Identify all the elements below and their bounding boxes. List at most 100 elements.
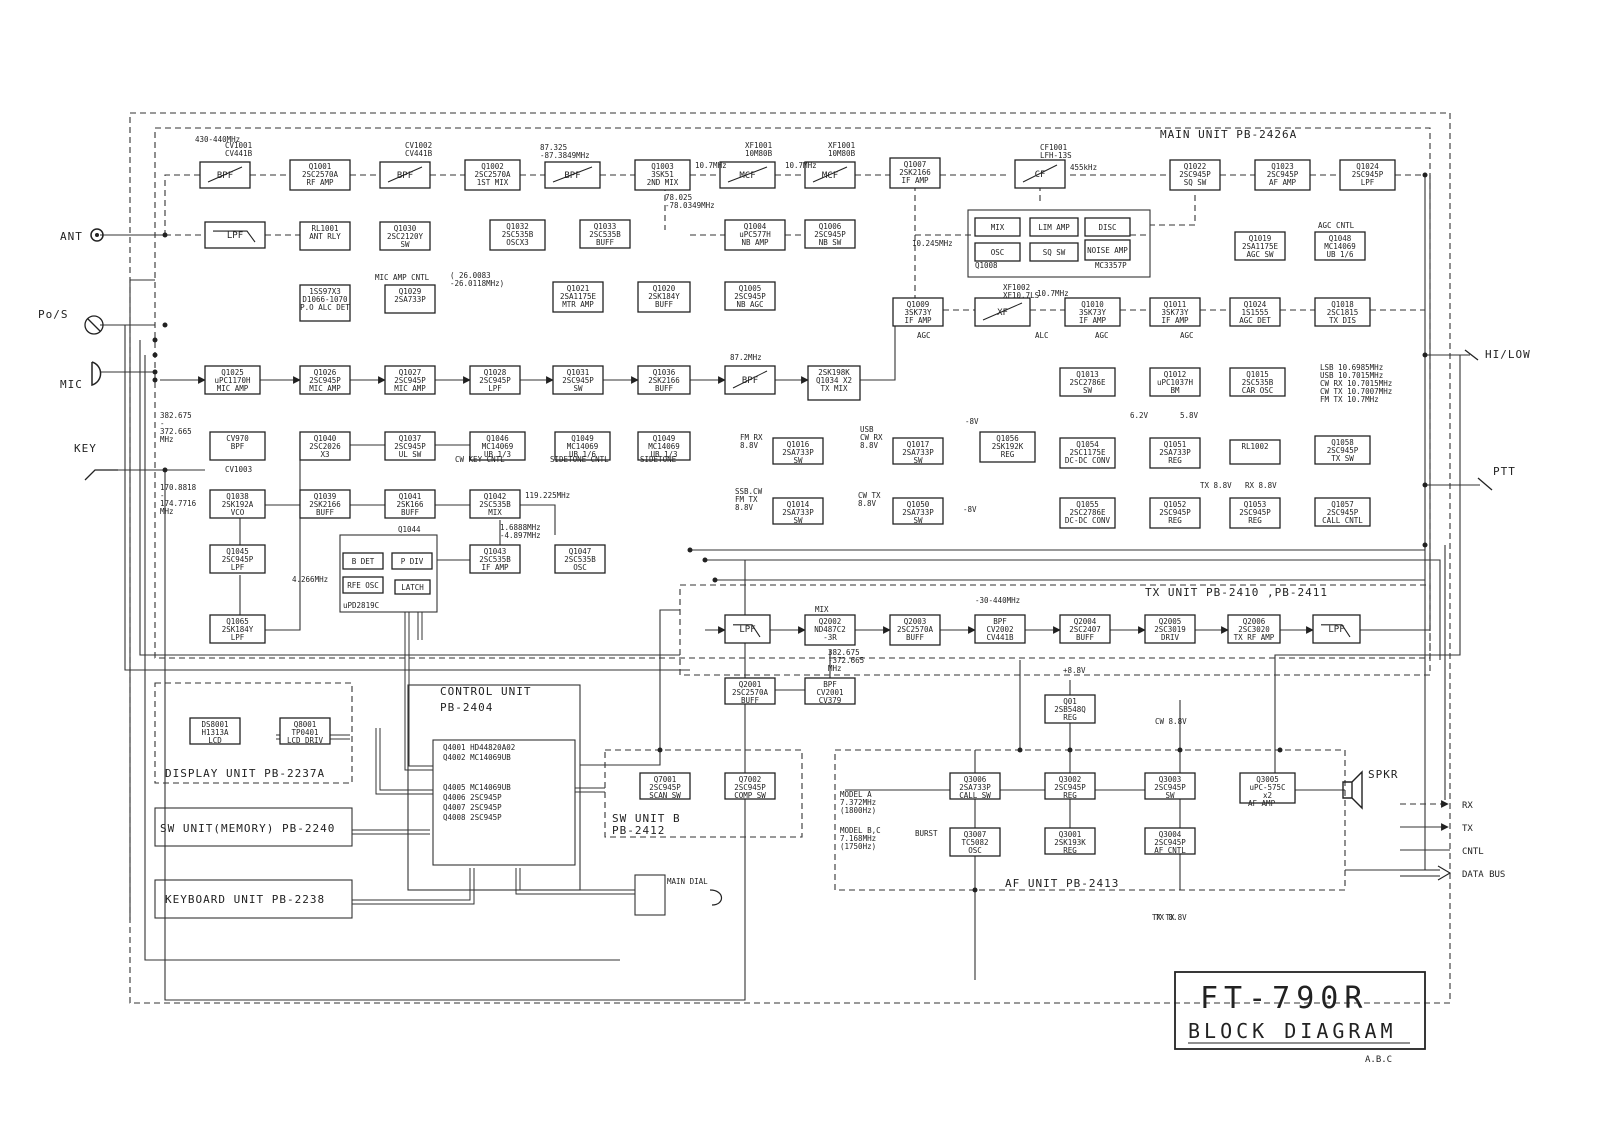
block-q1014-61-sub-1: SW <box>793 516 803 525</box>
block-bpf-4-label: BPF <box>564 171 580 181</box>
block-q1028-36-label: Q1028 <box>484 368 507 377</box>
annotation-29: RX 8.8V <box>1245 481 1277 490</box>
block-xf-28-label: XF <box>997 308 1008 318</box>
sub-block-latch-9-label: LATCH <box>401 583 424 592</box>
block-q2001-79-box <box>724 677 776 705</box>
unit-boundaries <box>129 112 1451 1004</box>
block-q1030-15-label: Q1030 <box>394 224 417 233</box>
af-unit-boundary <box>834 749 1346 891</box>
keyboard-unit-label: KEYBOARD UNIT PB-2238 <box>165 893 325 906</box>
block-q1029-23-label: Q1029 <box>399 287 422 296</box>
block-q1012-42-label: Q1012 <box>1164 370 1187 379</box>
key-jack-icon <box>84 469 118 481</box>
block-cv970-44-label: CV970 <box>226 434 249 443</box>
block-q2004-75-sub-1: BUFF <box>1076 633 1095 642</box>
block-q1005-26-box <box>724 281 776 311</box>
block-lpf-13-box <box>204 221 266 249</box>
block-bpf-80-box <box>804 677 856 705</box>
control-part-4: Q4007 2SC945P <box>443 803 502 812</box>
block-q1057-66-label: Q1057 <box>1331 500 1354 509</box>
block-q1041-59-sub-0: 2SK166 <box>396 500 424 509</box>
block-cf-9: CF <box>1014 159 1066 189</box>
block-1ss97x3-22-sub-1: P.O ALC DET <box>300 303 350 312</box>
block-q1025-33-label: Q1025 <box>221 368 244 377</box>
block-q1042-60-sub-0: 2SC535B <box>479 500 511 509</box>
block-q1031-37-label: Q1031 <box>567 368 590 377</box>
block-q3006-86-box <box>949 772 1001 800</box>
block-q1024-31-box <box>1229 297 1281 327</box>
block-q1027-35-sub-0: 2SC945P <box>394 376 426 385</box>
block-bpf-39-label: BPF <box>742 376 758 386</box>
block-cf-9-box <box>1014 159 1066 189</box>
block-mcf-6-symbol <box>727 166 768 183</box>
block-1ss97x3-22-box <box>299 284 351 322</box>
block-q1041-59-label: Q1041 <box>399 492 422 501</box>
block-q1004-18-sub-1: NB AMP <box>741 238 769 247</box>
sub-block-noise-amp-5-label: NOISE AMP <box>1087 246 1128 255</box>
sub-block-lim-amp-1-label: LIM AMP <box>1038 223 1070 232</box>
block-bpf-4: BPF <box>544 161 601 189</box>
ptt-label: PTT <box>1493 465 1516 478</box>
block-q1039-58-sub-0: 2SK2166 <box>309 500 341 509</box>
block-q1043-68-sub-0: 2SC535B <box>479 555 511 564</box>
annotation-0: 430-440MHz <box>195 135 240 144</box>
block-q1040-45-label: Q1040 <box>314 434 337 443</box>
block-q2002-72-box <box>804 614 856 646</box>
block-q1039-58-sub-1: BUFF <box>316 508 335 517</box>
ant-connector-icon <box>90 228 104 242</box>
block-q1017-51-sub-0: 2SA733P <box>902 448 934 457</box>
block-lpf-71-label: LPF <box>739 625 755 635</box>
sub-block-p-div-7: P DIV <box>391 552 433 570</box>
block-q1001-1-box <box>289 159 351 191</box>
block-q1025-33-sub-1: MIC AMP <box>217 384 249 393</box>
block-bpf-2: BPF <box>379 161 431 189</box>
block-q3006-86-sub-0: 2SA733P <box>959 783 991 792</box>
block-lpf-71-symbol <box>733 624 761 638</box>
block-q1058-56-sub-1: TX SW <box>1331 454 1354 463</box>
block-q1058-56-label: Q1058 <box>1331 438 1354 447</box>
block-q7001-84-label: Q7001 <box>654 775 677 784</box>
block-q1037-46-label: Q1037 <box>399 434 422 443</box>
block-q1020-25-sub-1: BUFF <box>655 300 674 309</box>
block-q3005-89-box <box>1239 772 1296 804</box>
block-q1007-8-label: Q1007 <box>904 160 927 169</box>
block-q3006-86-label: Q3006 <box>964 775 987 784</box>
block-q3002-87-box <box>1044 772 1096 800</box>
block-q1001-1-sub-1: RF AMP <box>306 178 334 187</box>
block-q3003-88-box <box>1144 772 1196 800</box>
block-q1054-53-sub-1: DC-DC CONV <box>1065 456 1111 465</box>
block-q1003-5-label: Q1003 <box>651 162 674 171</box>
block-q1002-3-sub-0: 2SC2570A <box>474 170 511 179</box>
block-q1024-31-sub-0: 1S1555 <box>1241 308 1268 317</box>
block-q1048-21-sub-1: UB 1/6 <box>1326 250 1354 259</box>
block-q1006-19-label: Q1006 <box>819 222 842 231</box>
block-1ss97x3-22-label: 1SS97X3 <box>309 287 341 296</box>
po-s-meter-needle <box>87 318 101 332</box>
block-q1049-49-sub-1: UB 1/3 <box>650 450 677 459</box>
